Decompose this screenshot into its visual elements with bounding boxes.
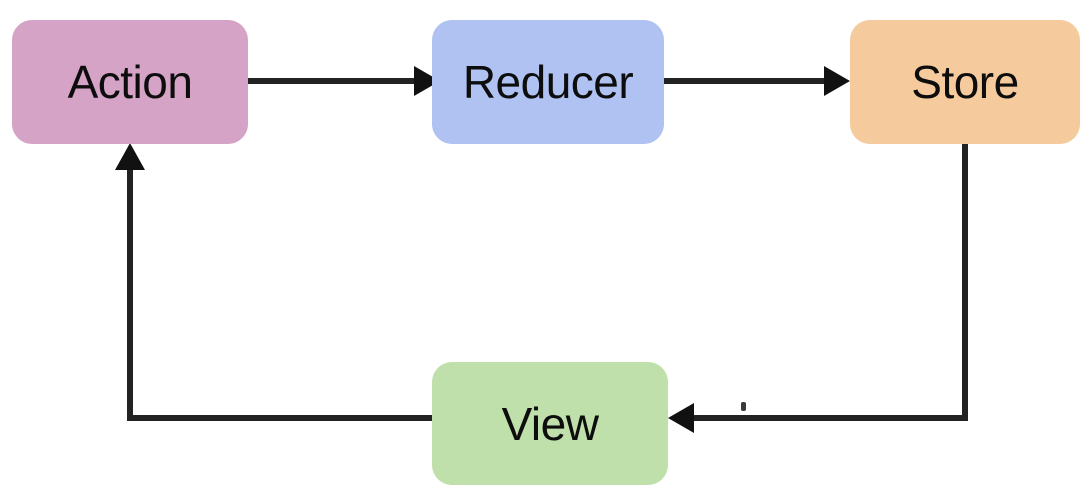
- node-reducer-label: Reducer: [462, 56, 634, 108]
- edge-reducer-to-store: [664, 66, 850, 96]
- node-view-label: View: [501, 397, 599, 450]
- edge-action-to-reducer: [248, 66, 440, 96]
- node-reducer[interactable]: Reducer: [432, 20, 664, 144]
- node-store[interactable]: Store: [850, 20, 1080, 144]
- line-artifact-speck: [741, 402, 746, 411]
- node-action[interactable]: Action: [12, 20, 248, 144]
- node-store-label: Store: [911, 56, 1019, 108]
- edge-store-to-view: [668, 144, 968, 433]
- node-action-label: Action: [67, 56, 193, 108]
- edge-view-to-action: [115, 143, 432, 421]
- node-view[interactable]: View: [432, 362, 668, 485]
